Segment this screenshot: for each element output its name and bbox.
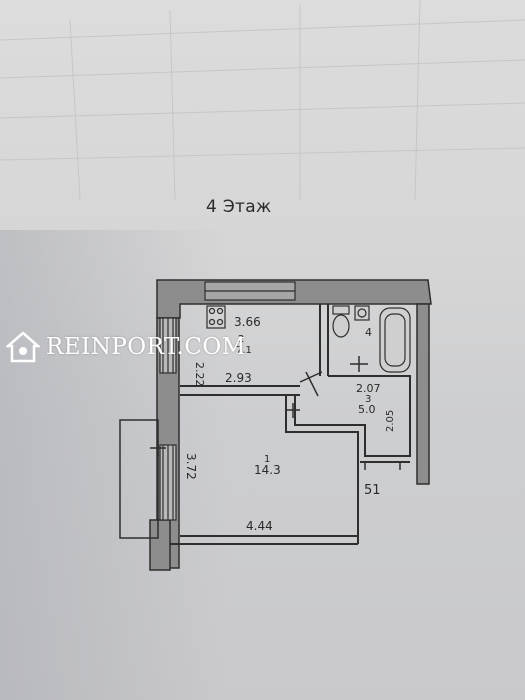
living-number-label: 1 bbox=[264, 454, 270, 465]
door-swings bbox=[150, 356, 401, 470]
sink-icon bbox=[354, 305, 370, 321]
watermark-text: REINPORT.COM bbox=[46, 334, 246, 360]
interior-walls bbox=[170, 304, 411, 545]
kitchen-number-label: 2 bbox=[238, 334, 244, 345]
camera-shadow bbox=[0, 230, 230, 700]
living-area-label: 14.3 bbox=[254, 463, 281, 477]
hall-number-label: 3 bbox=[365, 394, 371, 405]
kitchen-area-label: 7.1 bbox=[236, 345, 252, 356]
window-marks bbox=[159, 281, 296, 521]
faded-table-background bbox=[0, 0, 525, 200]
hall-width-label: 2.07 bbox=[356, 382, 381, 395]
balcony bbox=[119, 419, 159, 539]
corridor-width-label: 2.93 bbox=[225, 371, 252, 385]
bath-number-label: 4 bbox=[365, 326, 372, 339]
hall-depth-label: 2.05 bbox=[385, 410, 396, 432]
toilet-icon bbox=[332, 305, 350, 338]
watermark: REINPORT.COM bbox=[6, 329, 246, 365]
stove-icon bbox=[206, 305, 226, 329]
floor-label: 4 Этаж bbox=[206, 197, 272, 217]
neighbor-unit-label: 51 bbox=[364, 483, 381, 498]
bathtub-icon bbox=[379, 307, 411, 373]
kitchen-width-label: 3.66 bbox=[234, 315, 261, 329]
living-width-label: 4.44 bbox=[246, 519, 273, 533]
living-depth-label: 3.72 bbox=[184, 453, 198, 480]
house-logo-icon bbox=[6, 331, 40, 363]
hall-area-label: 5.0 bbox=[358, 403, 376, 416]
kitchen-depth-label: 2.22 bbox=[193, 362, 206, 387]
